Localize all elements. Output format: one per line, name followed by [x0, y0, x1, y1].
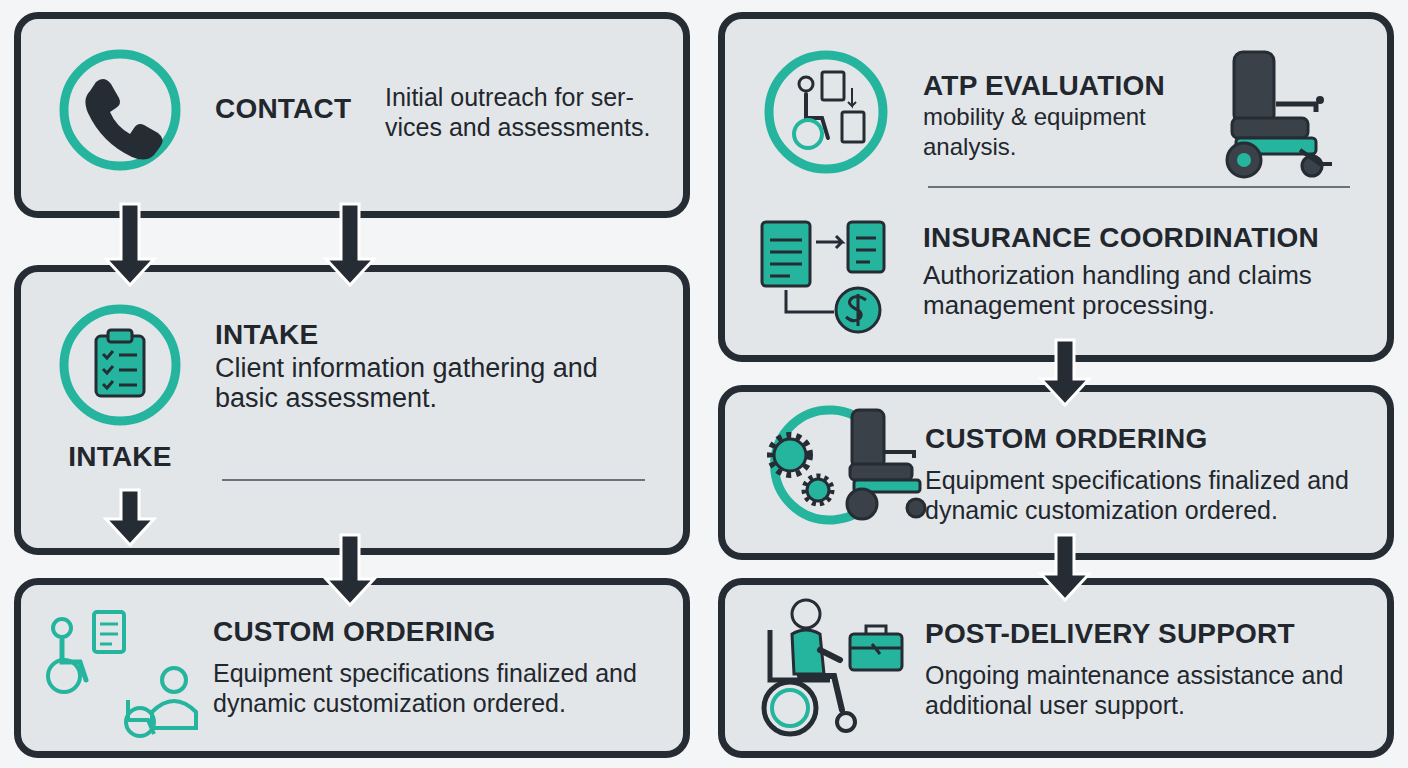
process-box: CUSTOM ORDERING Equipment specifications … — [14, 578, 690, 758]
box-heading: CUSTOM ORDERING — [925, 423, 1208, 455]
box-description: Authorization handling and claims manage… — [923, 260, 1363, 320]
box-description: Equipment specifications finalized and d… — [925, 465, 1385, 525]
process-box: CONTACT Initial outreach for ser- vices a… — [14, 12, 690, 218]
box-description: Initial outreach for ser- vices and asse… — [385, 82, 663, 142]
box-description: mobility & equipment analysis. — [923, 102, 1193, 162]
box-heading: CUSTOM ORDERING — [213, 616, 496, 648]
box-description: Equipment specifications finalized and d… — [213, 658, 673, 718]
process-box: ATP EVALUATIONmobility & equipment analy… — [718, 12, 1394, 362]
box-heading: CONTACT — [215, 93, 351, 125]
box-heading: INTAKE — [50, 441, 190, 473]
box-description: Ongoing maintenance assistance and addit… — [925, 660, 1385, 720]
box-heading: INTAKE — [215, 319, 318, 351]
box-heading: INSURANCE COORDINATION — [923, 222, 1319, 254]
box-heading: POST-DELIVERY SUPPORT — [925, 618, 1295, 650]
process-box: CUSTOM ORDERING Equipment specifications … — [718, 385, 1394, 560]
box-heading: ATP EVALUATION — [923, 70, 1165, 102]
box-description: Client information gathering and basic a… — [215, 353, 655, 413]
process-box: INTAKEClient information gathering and b… — [14, 265, 690, 555]
process-box: POST-DELIVERY SUPPORT Ongoing maintenance… — [718, 578, 1394, 758]
